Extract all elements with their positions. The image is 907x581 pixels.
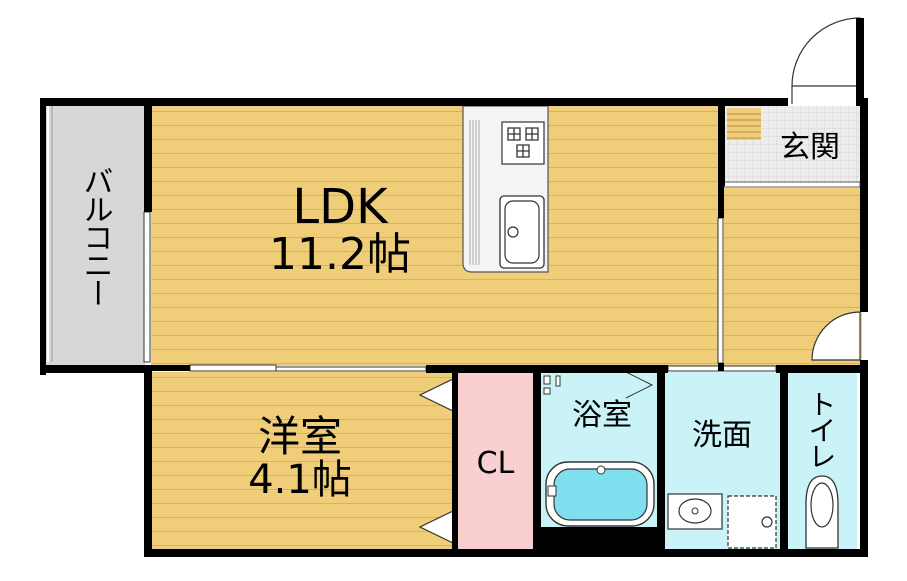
balcony-area [42, 103, 145, 365]
washing-machine-pan-icon [727, 495, 777, 549]
bathtub-icon [545, 461, 655, 527]
bath-label: 浴室 [572, 398, 632, 433]
western-label: 洋室 4.1帖 [220, 412, 380, 504]
balcony-label: バルコニー [77, 166, 113, 306]
stove-icon [501, 121, 545, 165]
closet-label: CL [476, 446, 515, 481]
toilet-label: トイレ [804, 390, 838, 468]
ldk-floor [151, 106, 721, 366]
kitchen-sink-icon [499, 195, 545, 269]
wash-basin-icon [667, 493, 723, 530]
ldk-name: LDK [292, 179, 388, 235]
ldk-label: LDK 11.2帖 [250, 182, 430, 279]
closet-area [458, 372, 533, 549]
western-name: 洋室 [257, 412, 342, 461]
western-floor [151, 372, 453, 549]
western-size: 4.1帖 [248, 457, 352, 504]
ldk-size: 11.2帖 [269, 229, 411, 281]
walls [40, 18, 868, 557]
washroom-label: 洗面 [692, 418, 752, 453]
entrance-label: 玄関 [780, 130, 840, 165]
toilet-icon [805, 475, 839, 549]
